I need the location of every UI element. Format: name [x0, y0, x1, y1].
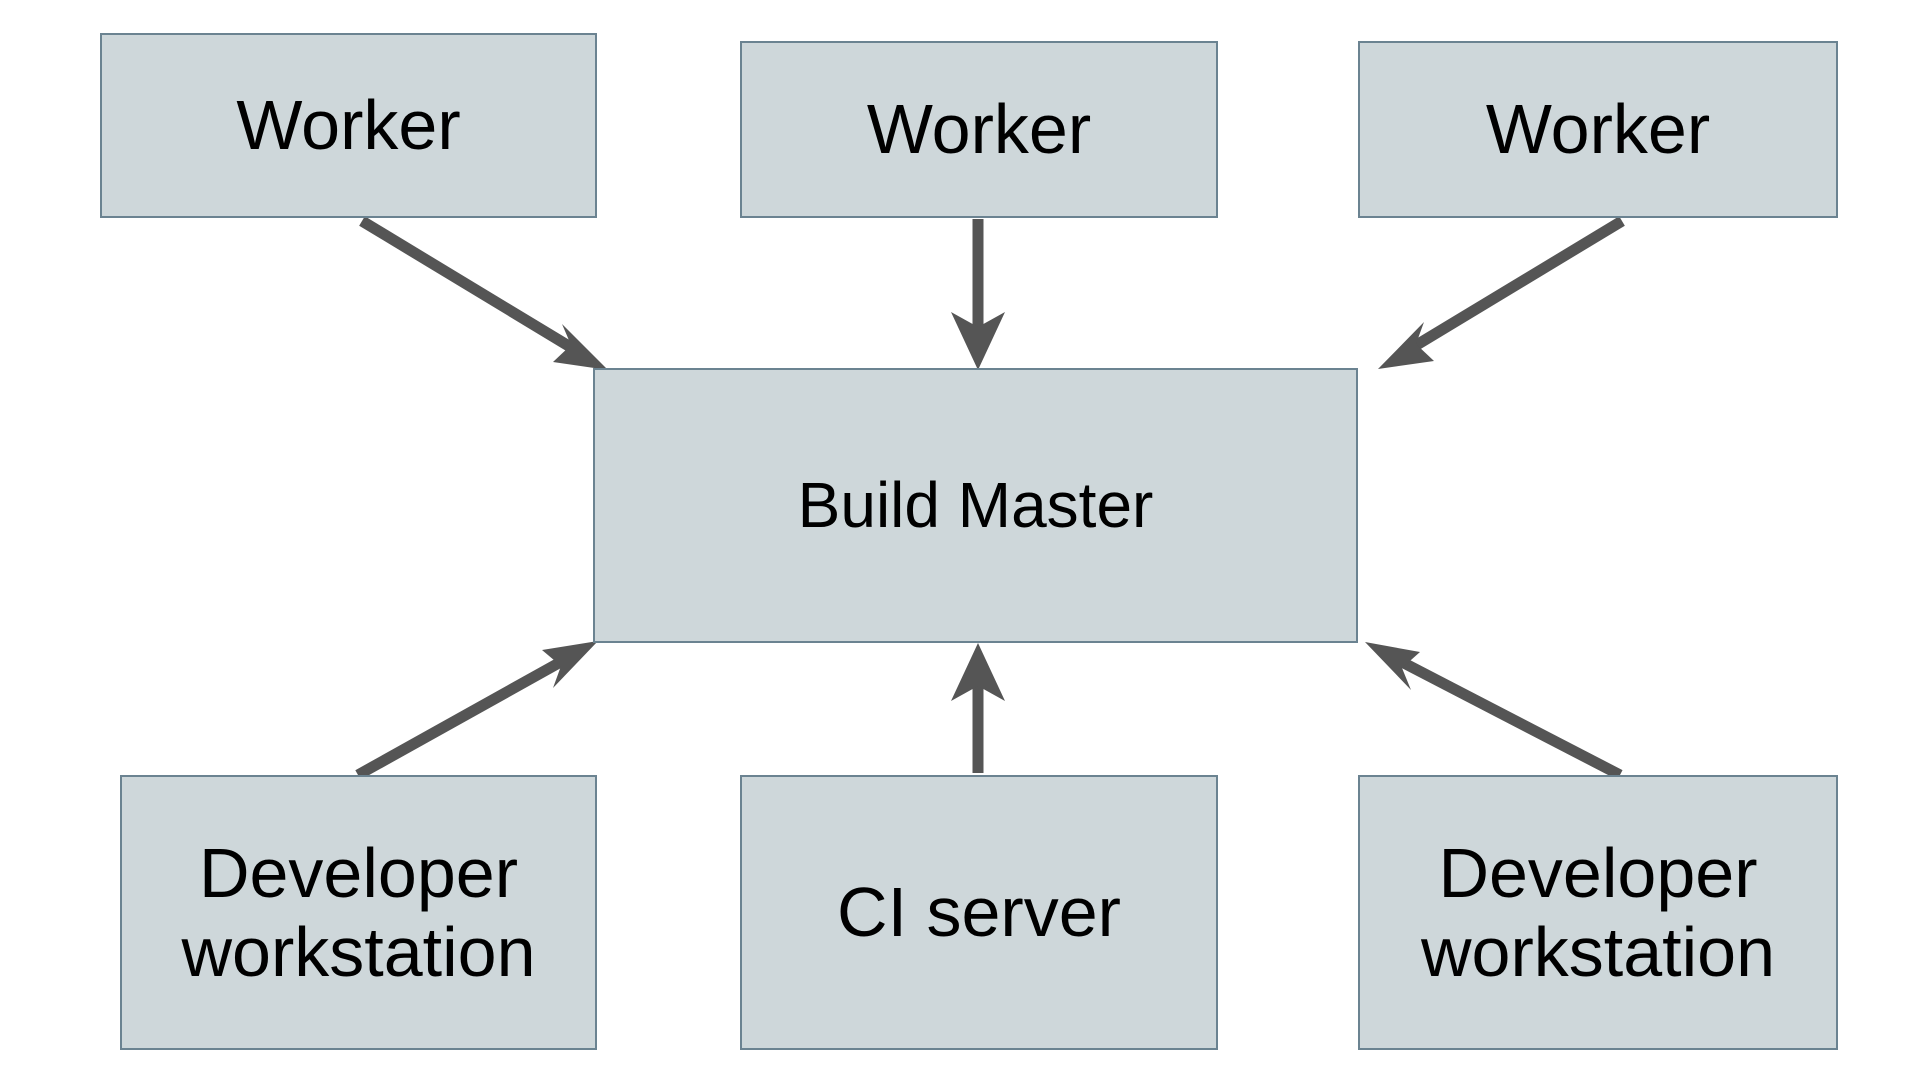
node-build-master[interactable]: Build Master	[593, 368, 1358, 643]
node-label: Worker	[866, 90, 1092, 169]
edge-worker-right-to-master	[1378, 216, 1625, 369]
node-label: Worker	[236, 86, 461, 165]
edge-ci-server-to-master	[951, 643, 1005, 773]
edge-worker-center-to-master	[951, 219, 1005, 370]
node-worker-center[interactable]: Worker	[740, 41, 1218, 218]
node-ci-server[interactable]: CI server	[740, 775, 1218, 1050]
edge-dev-right-to-master	[1365, 642, 1623, 780]
node-label: Developer workstation	[1420, 834, 1776, 991]
node-label: CI server	[837, 873, 1121, 952]
edge-dev-left-to-master	[355, 641, 598, 780]
node-developer-workstation-right[interactable]: Developer workstation	[1358, 775, 1838, 1050]
node-worker-left[interactable]: Worker	[100, 33, 597, 218]
node-label: Build Master	[797, 468, 1154, 541]
node-label: Worker	[1485, 90, 1711, 169]
node-developer-workstation-left[interactable]: Developer workstation	[120, 775, 597, 1050]
node-worker-right[interactable]: Worker	[1358, 41, 1838, 218]
node-label: Developer workstation	[181, 834, 536, 991]
edge-worker-left-to-master	[359, 216, 608, 370]
